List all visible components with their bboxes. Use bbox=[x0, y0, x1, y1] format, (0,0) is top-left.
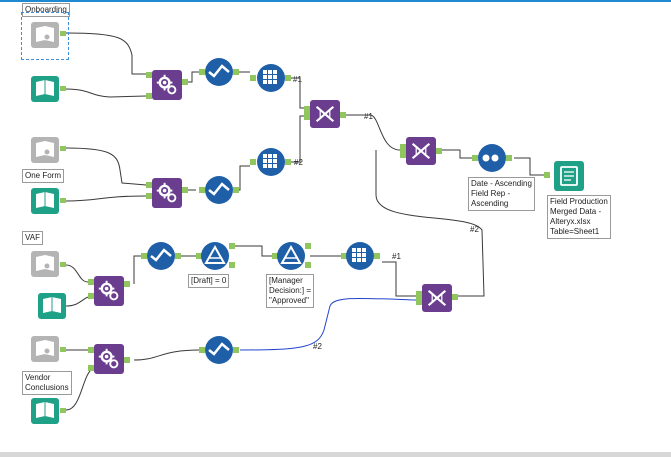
annotation-output: Field Production Merged Data - Alteryx.x… bbox=[547, 195, 611, 239]
checkmark-icon bbox=[208, 182, 230, 196]
union-tool-3[interactable] bbox=[416, 284, 458, 312]
table-grid-icon bbox=[263, 70, 277, 84]
input-tool-teal-1[interactable] bbox=[31, 76, 66, 102]
triangle-filter-icon bbox=[280, 244, 302, 264]
select-tool-3[interactable] bbox=[141, 242, 181, 270]
canvas-top-border bbox=[0, 0, 671, 2]
filter-tool-1[interactable] bbox=[196, 242, 235, 270]
output-tool[interactable] bbox=[544, 161, 584, 191]
filter-tool-2[interactable] bbox=[272, 242, 311, 270]
union-tool-1[interactable] bbox=[304, 100, 346, 128]
macro-tool-3[interactable] bbox=[88, 276, 130, 306]
connection-label: #2 bbox=[313, 342, 322, 351]
connection-label: #1 bbox=[293, 75, 302, 84]
connectors bbox=[65, 32, 544, 411]
select-tool-4[interactable] bbox=[199, 336, 239, 364]
label-one-form[interactable]: One Form bbox=[22, 169, 65, 183]
label-vaf[interactable]: VAF bbox=[22, 231, 43, 245]
input-tool-one-form[interactable] bbox=[31, 137, 66, 163]
connection-label: #1 bbox=[392, 252, 401, 261]
formula-tool-2[interactable] bbox=[250, 148, 291, 176]
annotation-draft-filter: [Draft] = 0 bbox=[188, 274, 230, 288]
sort-tool[interactable] bbox=[472, 144, 512, 172]
macro-tool-4[interactable] bbox=[88, 344, 130, 374]
input-tool-onboarding[interactable] bbox=[31, 22, 66, 48]
document-icon bbox=[560, 166, 578, 186]
formula-tool-1[interactable] bbox=[250, 64, 291, 92]
horizontal-scrollbar[interactable] bbox=[0, 452, 671, 457]
label-onboarding[interactable]: Onboarding bbox=[22, 3, 70, 17]
table-grid-icon bbox=[263, 154, 277, 168]
annotation-manager-filter: [Manager Decision:] = "Approved" bbox=[266, 274, 315, 308]
select-tool-2[interactable] bbox=[199, 176, 239, 204]
label-vendor-conclusions[interactable]: Vendor Conclusions bbox=[22, 371, 72, 395]
connection-label: #1 bbox=[364, 112, 373, 121]
checkmark-icon bbox=[208, 64, 230, 78]
formula-tool-3[interactable] bbox=[341, 242, 380, 270]
selection-box bbox=[21, 12, 69, 60]
union-tool-2[interactable] bbox=[400, 137, 442, 165]
input-tool-vaf[interactable] bbox=[31, 251, 66, 277]
input-tool-teal-3[interactable] bbox=[38, 293, 66, 319]
annotation-sort: Date - Ascending Field Rep - Ascending bbox=[468, 177, 535, 211]
macro-tool-2[interactable] bbox=[146, 178, 188, 208]
input-tool-vendor[interactable] bbox=[31, 336, 66, 362]
checkmark-icon bbox=[150, 248, 172, 262]
highlighted-connector[interactable] bbox=[239, 297, 417, 351]
select-tool-1[interactable] bbox=[199, 58, 239, 86]
input-tool-teal-4[interactable] bbox=[31, 398, 66, 424]
input-tool-teal-2[interactable] bbox=[31, 188, 66, 214]
table-grid-icon bbox=[352, 248, 366, 262]
triangle-filter-icon bbox=[204, 244, 226, 264]
connection-label: #2 bbox=[294, 158, 303, 167]
connection-label: #2 bbox=[470, 225, 479, 234]
macro-tool-1[interactable] bbox=[146, 70, 188, 100]
circles-icon bbox=[482, 154, 499, 162]
checkmark-icon bbox=[208, 342, 230, 356]
